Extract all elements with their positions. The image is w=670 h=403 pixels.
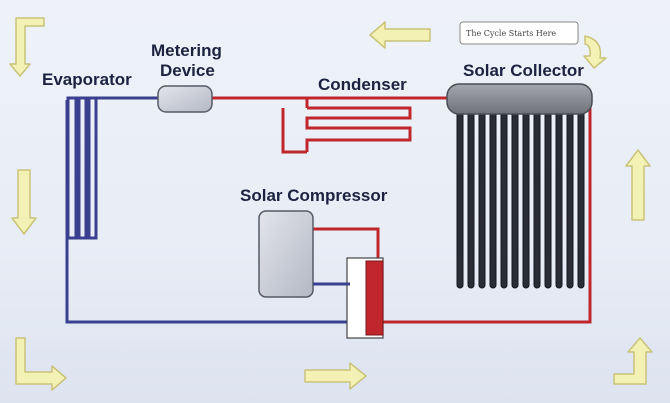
solar-collector-label: Solar Collector	[463, 61, 584, 80]
solar-collector-header	[446, 83, 593, 115]
curved-arrow-note-icon	[583, 35, 607, 69]
flow-arrows	[9, 17, 653, 391]
cycle-start-note-text: The Cycle Starts Here	[466, 29, 556, 38]
metering-device-label-line2: Device	[160, 61, 215, 80]
corner-arrow-bottom-right-icon	[613, 337, 653, 385]
metering-device	[157, 85, 213, 113]
solar-compressor	[258, 210, 384, 339]
arrow-right-bottom-icon	[304, 362, 367, 390]
metering-device-label-line1: Metering	[151, 41, 222, 60]
cold-line-piping	[65, 96, 378, 324]
solar-compressor-label: Solar Compressor	[240, 186, 388, 205]
arrow-down-left-icon	[11, 169, 37, 235]
evaporator-coil	[66, 96, 102, 240]
corner-arrow-top-left-icon	[9, 17, 45, 77]
condenser-label: Condenser	[318, 75, 407, 94]
arrow-left-top-icon	[369, 21, 431, 49]
cycle-start-note: The Cycle Starts Here	[459, 21, 579, 45]
evaporator-label: Evaporator	[42, 70, 132, 89]
condenser-coil	[305, 96, 412, 152]
arrow-up-right-icon	[625, 149, 651, 221]
solar-collector	[446, 83, 593, 289]
compressor-heat-block	[365, 260, 384, 336]
corner-arrow-bottom-left-icon	[15, 337, 67, 391]
